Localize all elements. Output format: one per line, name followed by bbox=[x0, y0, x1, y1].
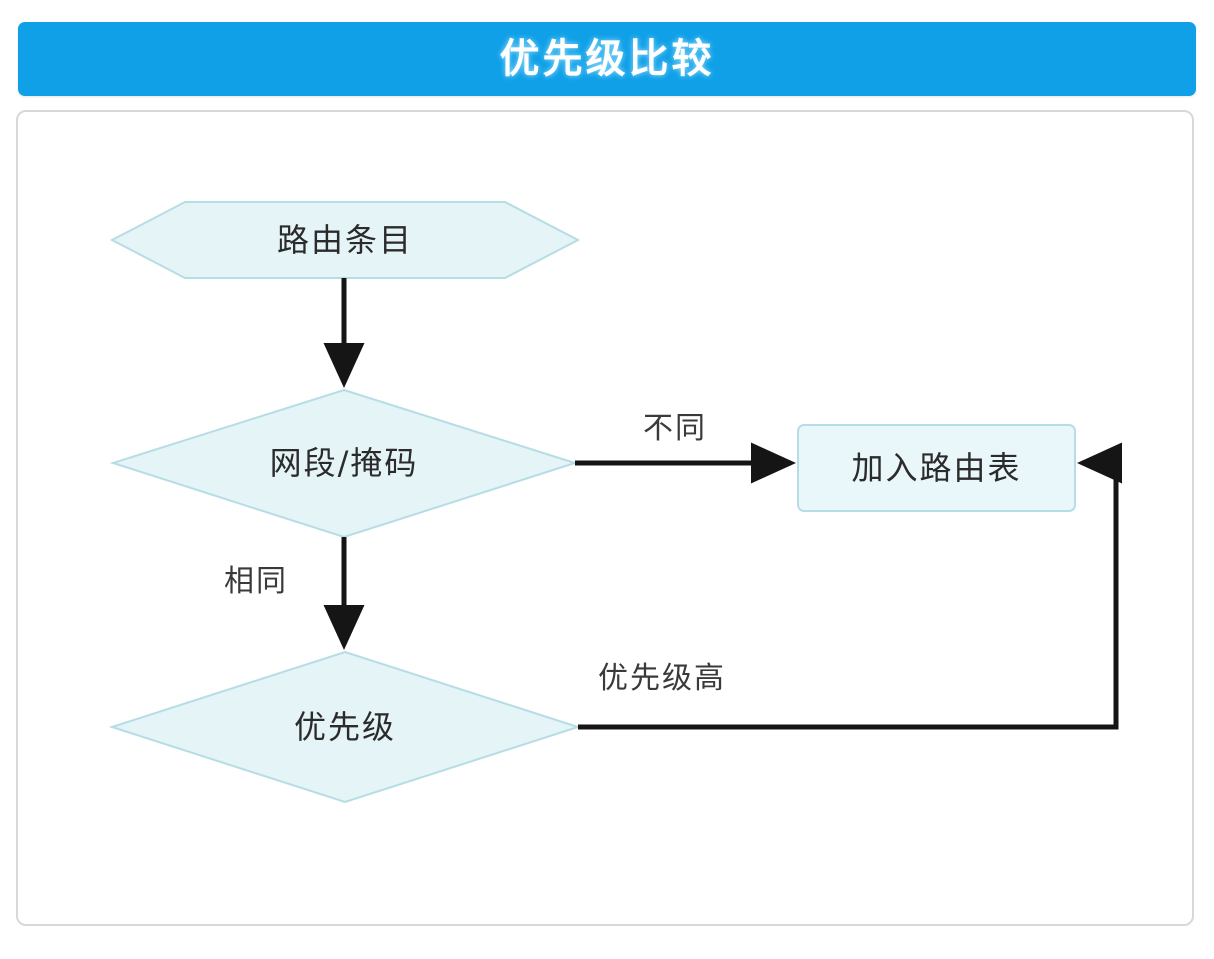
node-label-route-entry: 路由条目 bbox=[276, 221, 413, 259]
page-header-banner: 优先级比较 bbox=[18, 22, 1196, 96]
edge-label-same: 相同 bbox=[224, 564, 288, 599]
edge-label-higher-priority: 优先级高 bbox=[598, 661, 726, 696]
page-title: 优先级比较 bbox=[499, 36, 715, 82]
node-label-network-mask: 网段/掩码 bbox=[269, 444, 419, 482]
edge-label-different: 不同 bbox=[643, 411, 707, 446]
node-label-priority: 优先级 bbox=[293, 708, 396, 746]
node-label-add-route: 加入路由表 bbox=[851, 449, 1022, 487]
